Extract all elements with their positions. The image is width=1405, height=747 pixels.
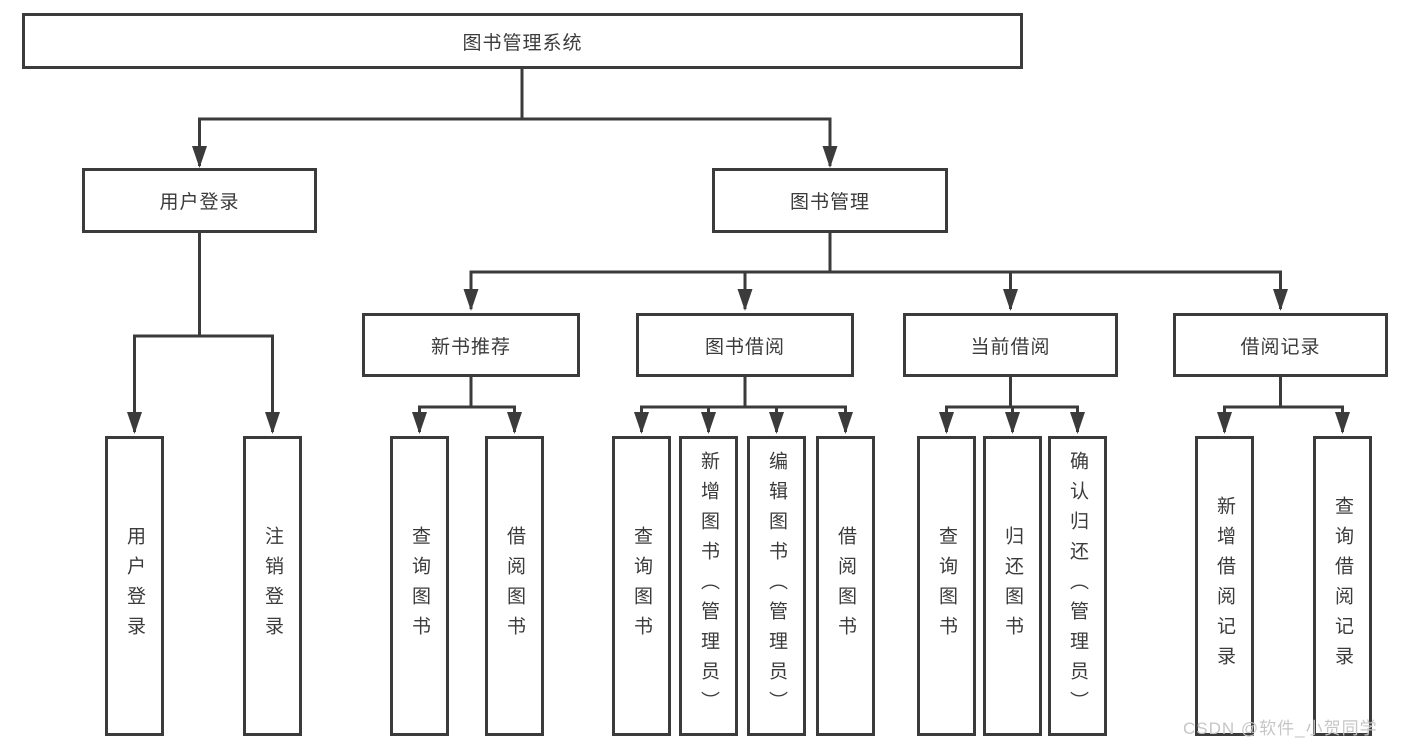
node-label: 新书推荐 — [430, 336, 511, 358]
node-current-borrowing: 当前借阅 — [903, 313, 1118, 377]
leaf-logout-login: 注销登录 — [243, 436, 302, 736]
node-new-book-recommendation: 新书推荐 — [362, 313, 580, 377]
leaf-confirm-return-admin: 确认归还（管理员） — [1048, 436, 1107, 736]
leaf-query-borrow-record: 查询借阅记录 — [1313, 436, 1372, 736]
leaf-borrow-books: 借阅图书 — [816, 436, 875, 736]
node-book-borrowing: 图书借阅 — [636, 313, 854, 377]
leaf-edit-books-admin: 编辑图书（管理员） — [747, 436, 806, 736]
leaf-label: 新增借阅记录 — [1214, 496, 1235, 676]
leaf-label: 注销登录 — [262, 526, 283, 646]
leaf-label: 确认归还（管理员） — [1067, 451, 1088, 721]
leaf-add-borrow-record: 新增借阅记录 — [1195, 436, 1254, 736]
node-label: 借阅记录 — [1240, 336, 1321, 358]
node-label: 图书管理 — [789, 192, 870, 213]
leaf-label: 借阅图书 — [835, 526, 856, 646]
node-borrowing-records: 借阅记录 — [1173, 313, 1388, 377]
leaf-return-books: 归还图书 — [983, 436, 1042, 736]
node-label: 图书借阅 — [704, 336, 785, 358]
leaf-label: 用户登录 — [124, 526, 145, 646]
leaf-query-books-recommend: 查询图书 — [390, 436, 449, 736]
leaf-add-books-admin: 新增图书（管理员） — [679, 436, 738, 736]
node-label: 当前借阅 — [970, 336, 1051, 358]
leaf-label: 查询图书 — [631, 526, 652, 646]
leaf-label: 查询图书 — [409, 526, 430, 646]
leaf-label: 新增图书（管理员） — [698, 451, 719, 721]
leaf-label: 查询图书 — [936, 526, 957, 646]
leaf-query-books-current: 查询图书 — [917, 436, 976, 736]
leaf-label: 归还图书 — [1002, 526, 1023, 646]
leaf-borrow-books-recommend: 借阅图书 — [485, 436, 544, 736]
node-label: 图书管理系统 — [462, 32, 583, 54]
leaf-label: 借阅图书 — [504, 526, 525, 646]
leaf-user-login: 用户登录 — [105, 436, 164, 736]
node-label: 用户登录 — [159, 192, 240, 213]
node-library-management-system: 图书管理系统 — [22, 13, 1023, 69]
node-book-management: 图书管理 — [712, 168, 948, 233]
watermark: CSDN @软件_小贺同学 — [1183, 719, 1378, 738]
node-user-login: 用户登录 — [82, 168, 317, 233]
leaf-label: 查询借阅记录 — [1332, 496, 1353, 676]
leaf-query-books-borrow: 查询图书 — [612, 436, 671, 736]
leaf-label: 编辑图书（管理员） — [766, 451, 787, 721]
